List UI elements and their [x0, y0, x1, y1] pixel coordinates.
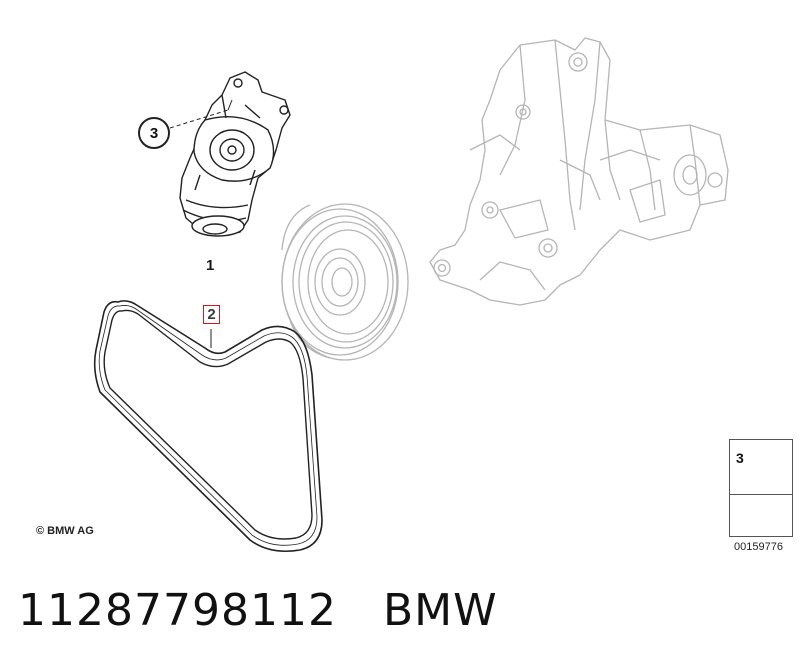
part-caption: 11287798112 BMW — [18, 585, 498, 636]
part-number: 11287798112 — [18, 585, 337, 636]
copyright-notice: © BMW AG — [36, 525, 94, 537]
inset-bolt-number: 3 — [736, 450, 744, 466]
image-reference-number: 00159776 — [734, 541, 783, 553]
fastener-inset: 3 — [729, 439, 793, 537]
inset-divider — [730, 494, 792, 495]
callout-2: 2 — [203, 305, 220, 324]
callout-2-label: 2 — [207, 306, 216, 323]
engine-bracket-drawing — [429, 37, 729, 306]
callout-3: 3 — [138, 117, 170, 149]
belt-drawing — [93, 300, 323, 553]
pulley-drawing — [281, 203, 409, 361]
callout-1: 1 — [206, 257, 215, 274]
tensioner-drawing — [179, 71, 291, 237]
callout-3-label: 3 — [149, 124, 159, 142]
leader-lines — [169, 99, 233, 348]
brand-name: BMW — [382, 585, 498, 636]
